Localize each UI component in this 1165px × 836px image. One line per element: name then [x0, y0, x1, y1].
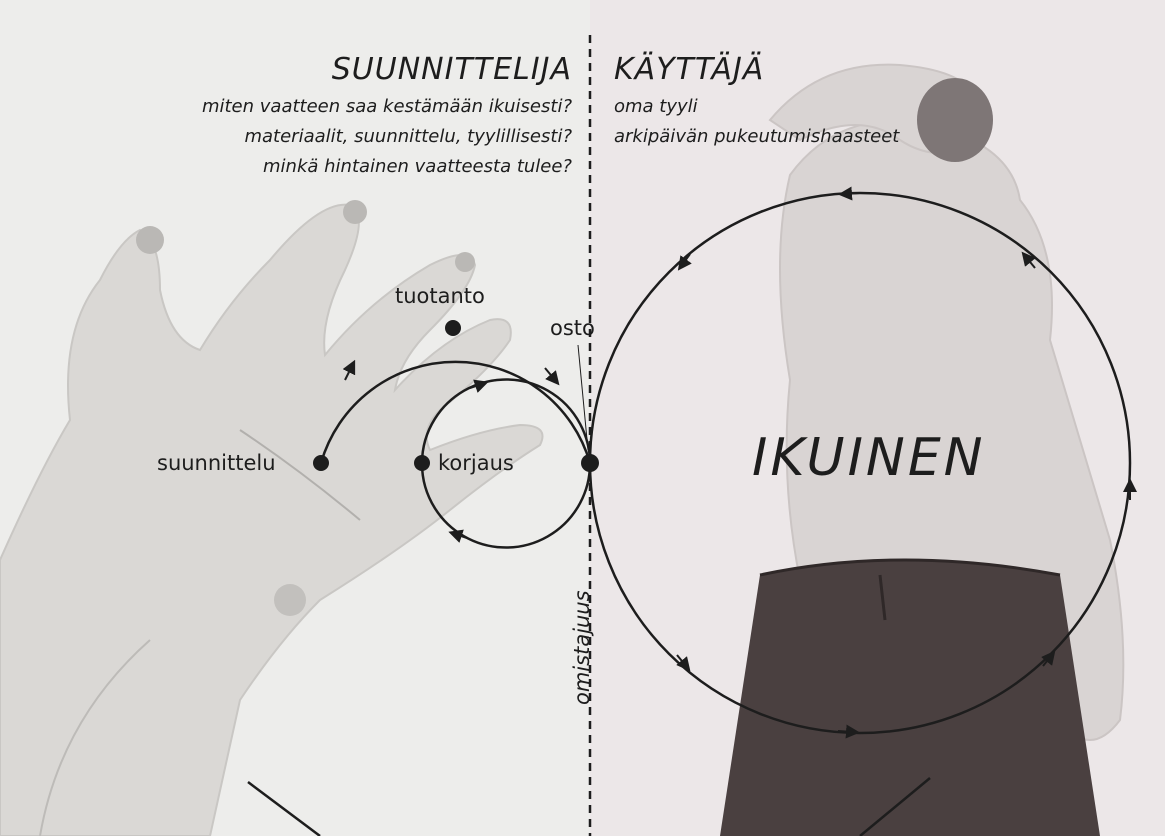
label-korjaus: korjaus: [438, 451, 514, 475]
node-osto: [581, 454, 599, 472]
label-osto: osto: [550, 316, 595, 340]
arrow-cycle-top: [845, 193, 860, 194]
node-suunnittelu: [313, 455, 329, 471]
user-line-1: oma tyyli: [614, 94, 698, 120]
label-suunnittelu: suunnittelu: [157, 451, 276, 475]
label-omistajuus: omistajuus: [570, 590, 594, 705]
user-line-2: arkipäivän pukeutumishaasteet: [614, 124, 899, 150]
designer-question-1: miten vaatteen saa kestämään ikuisesti?: [202, 94, 572, 120]
arrow-production-down: [545, 368, 555, 380]
bottom-stroke-left: [248, 782, 320, 836]
user-title: KÄYTTÄJÄ: [614, 52, 764, 87]
designer-question-2: materiaalit, suunnittelu, tyylillisesti?: [244, 124, 572, 150]
node-korjaus: [414, 455, 430, 471]
node-tuotanto: [445, 320, 461, 336]
arrow-cycle-bottom: [838, 731, 853, 732]
designer-title: SUUNNITTELIJA: [332, 52, 572, 87]
designer-question-3: minkä hintainen vaatteesta tulee?: [263, 154, 572, 180]
label-ikuinen: IKUINEN: [752, 428, 986, 488]
label-tuotanto: tuotanto: [395, 284, 485, 308]
